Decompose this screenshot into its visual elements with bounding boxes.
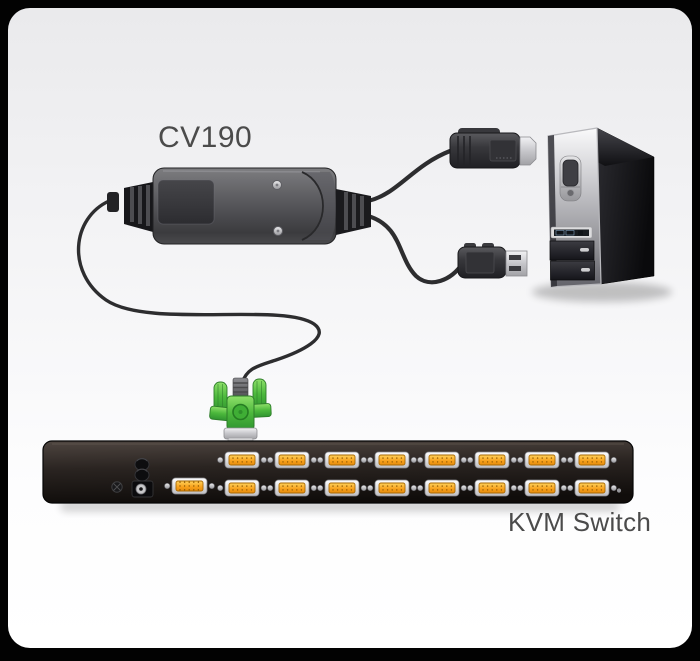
green-vga-plug-icon (209, 377, 272, 445)
kvm-switch-icon (42, 440, 634, 512)
kvm-cpu-port (267, 479, 317, 497)
tower-badge-window (562, 159, 579, 187)
strain-rib (352, 194, 356, 228)
tower-drive-bay (549, 240, 595, 261)
kvm-cpu-port (317, 479, 367, 497)
io-port-small (578, 230, 583, 235)
console-vga-port (164, 477, 215, 495)
hdmi-blade-tip (519, 136, 537, 166)
io-port (565, 230, 575, 236)
ps2-highlight (136, 468, 148, 472)
strain-rib (138, 186, 142, 224)
tower-shadow (532, 282, 672, 302)
chassis-screw (616, 488, 622, 493)
strain-tip (107, 192, 119, 212)
adapter-end-arc (301, 171, 324, 241)
vga-metal-shell (223, 427, 258, 440)
bay-eject-button (580, 248, 589, 252)
usb-contact-slot (509, 255, 521, 260)
usb-molding (465, 251, 495, 274)
adapter-end-shade (302, 172, 336, 240)
usb-contact-slot (509, 266, 521, 271)
kvm-port-grid (217, 451, 617, 497)
thumbscrew-grooves (256, 381, 262, 406)
usb-cable (365, 213, 465, 285)
kvm-cpu-port (267, 451, 317, 469)
hdmi-plug-icon (449, 128, 537, 169)
hdmi-cable (365, 148, 453, 204)
usb-plug-icon (457, 243, 528, 279)
vga-cable (76, 199, 321, 386)
strain-rib (360, 196, 364, 226)
kvm-cpu-port (567, 451, 617, 469)
strain-rib (130, 187, 134, 222)
adapter-recess-panel (157, 179, 215, 225)
diagram-panel-background (8, 8, 692, 648)
kvm-cpu-port (467, 451, 517, 469)
kvm-cpu-port (467, 479, 517, 497)
adapter-label: CV190 (158, 121, 252, 154)
vga-emblem-dot (238, 410, 243, 414)
tower-drive-bay (550, 260, 595, 281)
hdmi-molding (489, 139, 517, 162)
kvm-switch-label: KVM Switch (508, 507, 651, 537)
cv190-adapter (107, 167, 371, 245)
bay-eject-button (581, 268, 590, 272)
dc-jack-pin (139, 487, 143, 491)
ps2-highlight (136, 458, 148, 462)
kvm-cpu-port (367, 479, 417, 497)
strain-rib (146, 185, 150, 226)
thumbscrew-grooves (217, 384, 223, 409)
kvm-cpu-port (217, 479, 267, 497)
tower-power-button (566, 189, 575, 197)
adapter-screw-dot (276, 229, 280, 233)
kvm-cpu-port (517, 451, 567, 469)
kvm-cpu-port (367, 451, 417, 469)
kvm-cpu-port (517, 479, 567, 497)
adapter-screw-dot (275, 183, 279, 187)
adapter-top-highlight (162, 170, 321, 173)
kvm-cpu-port (217, 451, 267, 469)
boot-ribs (233, 382, 248, 398)
ground-screw-knurl (113, 483, 121, 491)
kvm-cpu-port (417, 479, 467, 497)
kvm-cpu-port (317, 451, 367, 469)
kvm-console-port (164, 477, 215, 495)
kvm-cpu-port (417, 451, 467, 469)
io-port (555, 230, 565, 236)
strain-rib (344, 192, 348, 230)
hdmi-boot-ridges (457, 136, 471, 165)
kvm-cpu-port (567, 479, 617, 497)
desktop-tower-icon (532, 127, 672, 302)
usb-metal-tip (505, 250, 528, 277)
